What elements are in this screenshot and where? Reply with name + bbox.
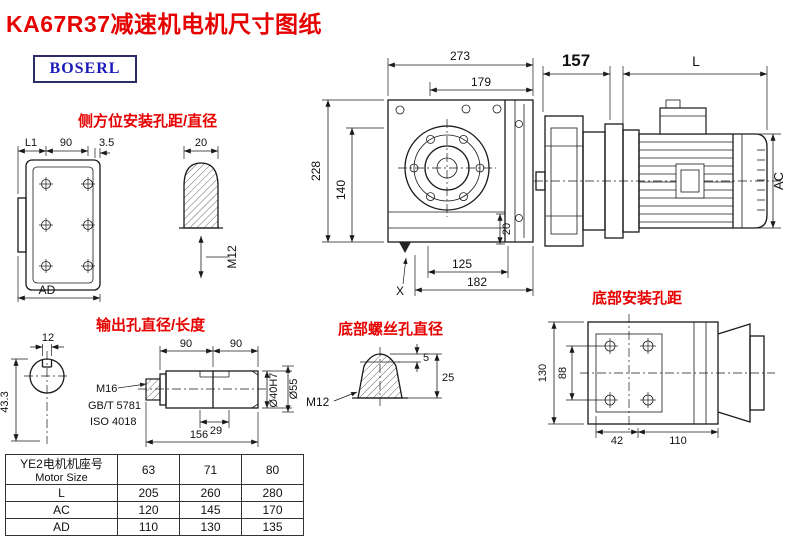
label-side-mount-holes: 侧方位安装孔距/直径 <box>78 113 218 130</box>
dim-157: 157 <box>562 51 590 70</box>
mount-holes <box>602 338 656 408</box>
front-view-dims: 273 179 228 140 125 182 X 20 <box>309 49 534 298</box>
screw-view: 5 25 M12 <box>306 344 454 409</box>
mount-view: 130 88 42 110 <box>537 314 775 447</box>
dim-3-5: 3.5 <box>99 137 114 149</box>
page-title: KA67R37减速机电机尺寸图纸 <box>6 11 322 37</box>
dim-182: 182 <box>467 275 487 289</box>
table-col-63: 63 <box>117 454 180 485</box>
table-header-row: YE2电机机座号 Motor Size 63 71 80 <box>5 454 304 485</box>
right-view <box>534 99 783 247</box>
table-row-AD: AD 110 130 135 <box>5 518 304 536</box>
cell-AC-63: 120 <box>117 501 180 519</box>
cell-L-63: 205 <box>117 484 180 502</box>
dim-90-side: 90 <box>60 137 72 149</box>
dim-25: 25 <box>442 372 454 384</box>
cell-AC-71: 145 <box>179 501 242 519</box>
table-row-AC: AC 120 145 170 <box>5 501 304 519</box>
cell-AD-80: 135 <box>241 518 304 536</box>
dim-179: 179 <box>471 75 491 89</box>
side-view-holes <box>39 177 95 273</box>
dim-228: 228 <box>309 161 323 181</box>
dim-88: 88 <box>557 367 569 379</box>
table-col-71: 71 <box>179 454 242 485</box>
table-header-motor-size: YE2电机机座号 Motor Size <box>5 454 118 485</box>
dim-42: 42 <box>611 435 623 447</box>
dim-M12-screw: M12 <box>306 395 330 409</box>
dim-40H7: Ø40H7 <box>268 373 280 408</box>
table-col-80: 80 <box>241 454 304 485</box>
table-row-L: L 205 260 280 <box>5 484 304 502</box>
side-view-dims: L1 90 3.5 AD <box>17 137 114 302</box>
dim-M12-side: M12 <box>225 245 239 269</box>
row-label-L: L <box>5 484 118 502</box>
dim-90a: 90 <box>180 338 192 350</box>
dim-43-3: 43.3 <box>0 391 11 412</box>
cell-L-71: 260 <box>179 484 242 502</box>
dim-125: 125 <box>452 257 472 271</box>
side-view <box>17 159 101 291</box>
label-ISO-4018: ISO 4018 <box>90 416 136 428</box>
dim-20-side: 20 <box>195 137 207 149</box>
label-bottom-screw-holes: 底部螺丝孔直径 <box>338 321 444 338</box>
dim-130: 130 <box>537 364 549 382</box>
label-GBT-5781: GB/T 5781 <box>88 400 141 412</box>
fan-grille <box>757 149 765 211</box>
row-label-AC: AC <box>5 501 118 519</box>
dim-273: 273 <box>450 49 470 63</box>
motor-size-table: YE2电机机座号 Motor Size 63 71 80 L 205 260 2… <box>5 454 304 536</box>
dim-20-front: 20 <box>501 223 513 235</box>
label-M16: M16 <box>96 383 117 395</box>
dim-AD: AD <box>39 283 56 297</box>
label-output-hole: 输出孔直径/长度 <box>96 317 206 334</box>
dim-55: Ø55 <box>288 379 300 400</box>
dim-29: 29 <box>210 425 222 437</box>
brand-logo: BOSERL <box>33 55 137 83</box>
dim-110: 110 <box>669 435 687 447</box>
dim-x-mark: X <box>396 284 404 298</box>
front-view <box>387 99 534 253</box>
row-label-AD: AD <box>5 518 118 536</box>
dim-12: 12 <box>42 332 54 344</box>
output-view: 12 43.3 M16 GB/T 5781 ISO 4018 90 <box>0 332 300 447</box>
dim-140: 140 <box>334 180 348 200</box>
dim-L1: L1 <box>25 137 37 149</box>
cell-AC-80: 170 <box>241 501 304 519</box>
dim-L: L <box>692 53 700 69</box>
dim-AC: AC <box>771 172 786 190</box>
side-hole-detail: 20 M12 <box>179 137 239 279</box>
label-bottom-mount-holes: 底部安装孔距 <box>592 290 683 307</box>
right-view-dims: 157 L AC <box>542 51 786 229</box>
dim-90b: 90 <box>230 338 242 350</box>
cell-AD-71: 130 <box>179 518 242 536</box>
cell-AD-63: 110 <box>117 518 180 536</box>
cell-L-80: 280 <box>241 484 304 502</box>
table-header-en: Motor Size <box>35 472 88 484</box>
dim-5: 5 <box>423 352 429 364</box>
dim-156: 156 <box>190 429 208 441</box>
table-header-cn: YE2电机机座号 <box>20 457 103 471</box>
